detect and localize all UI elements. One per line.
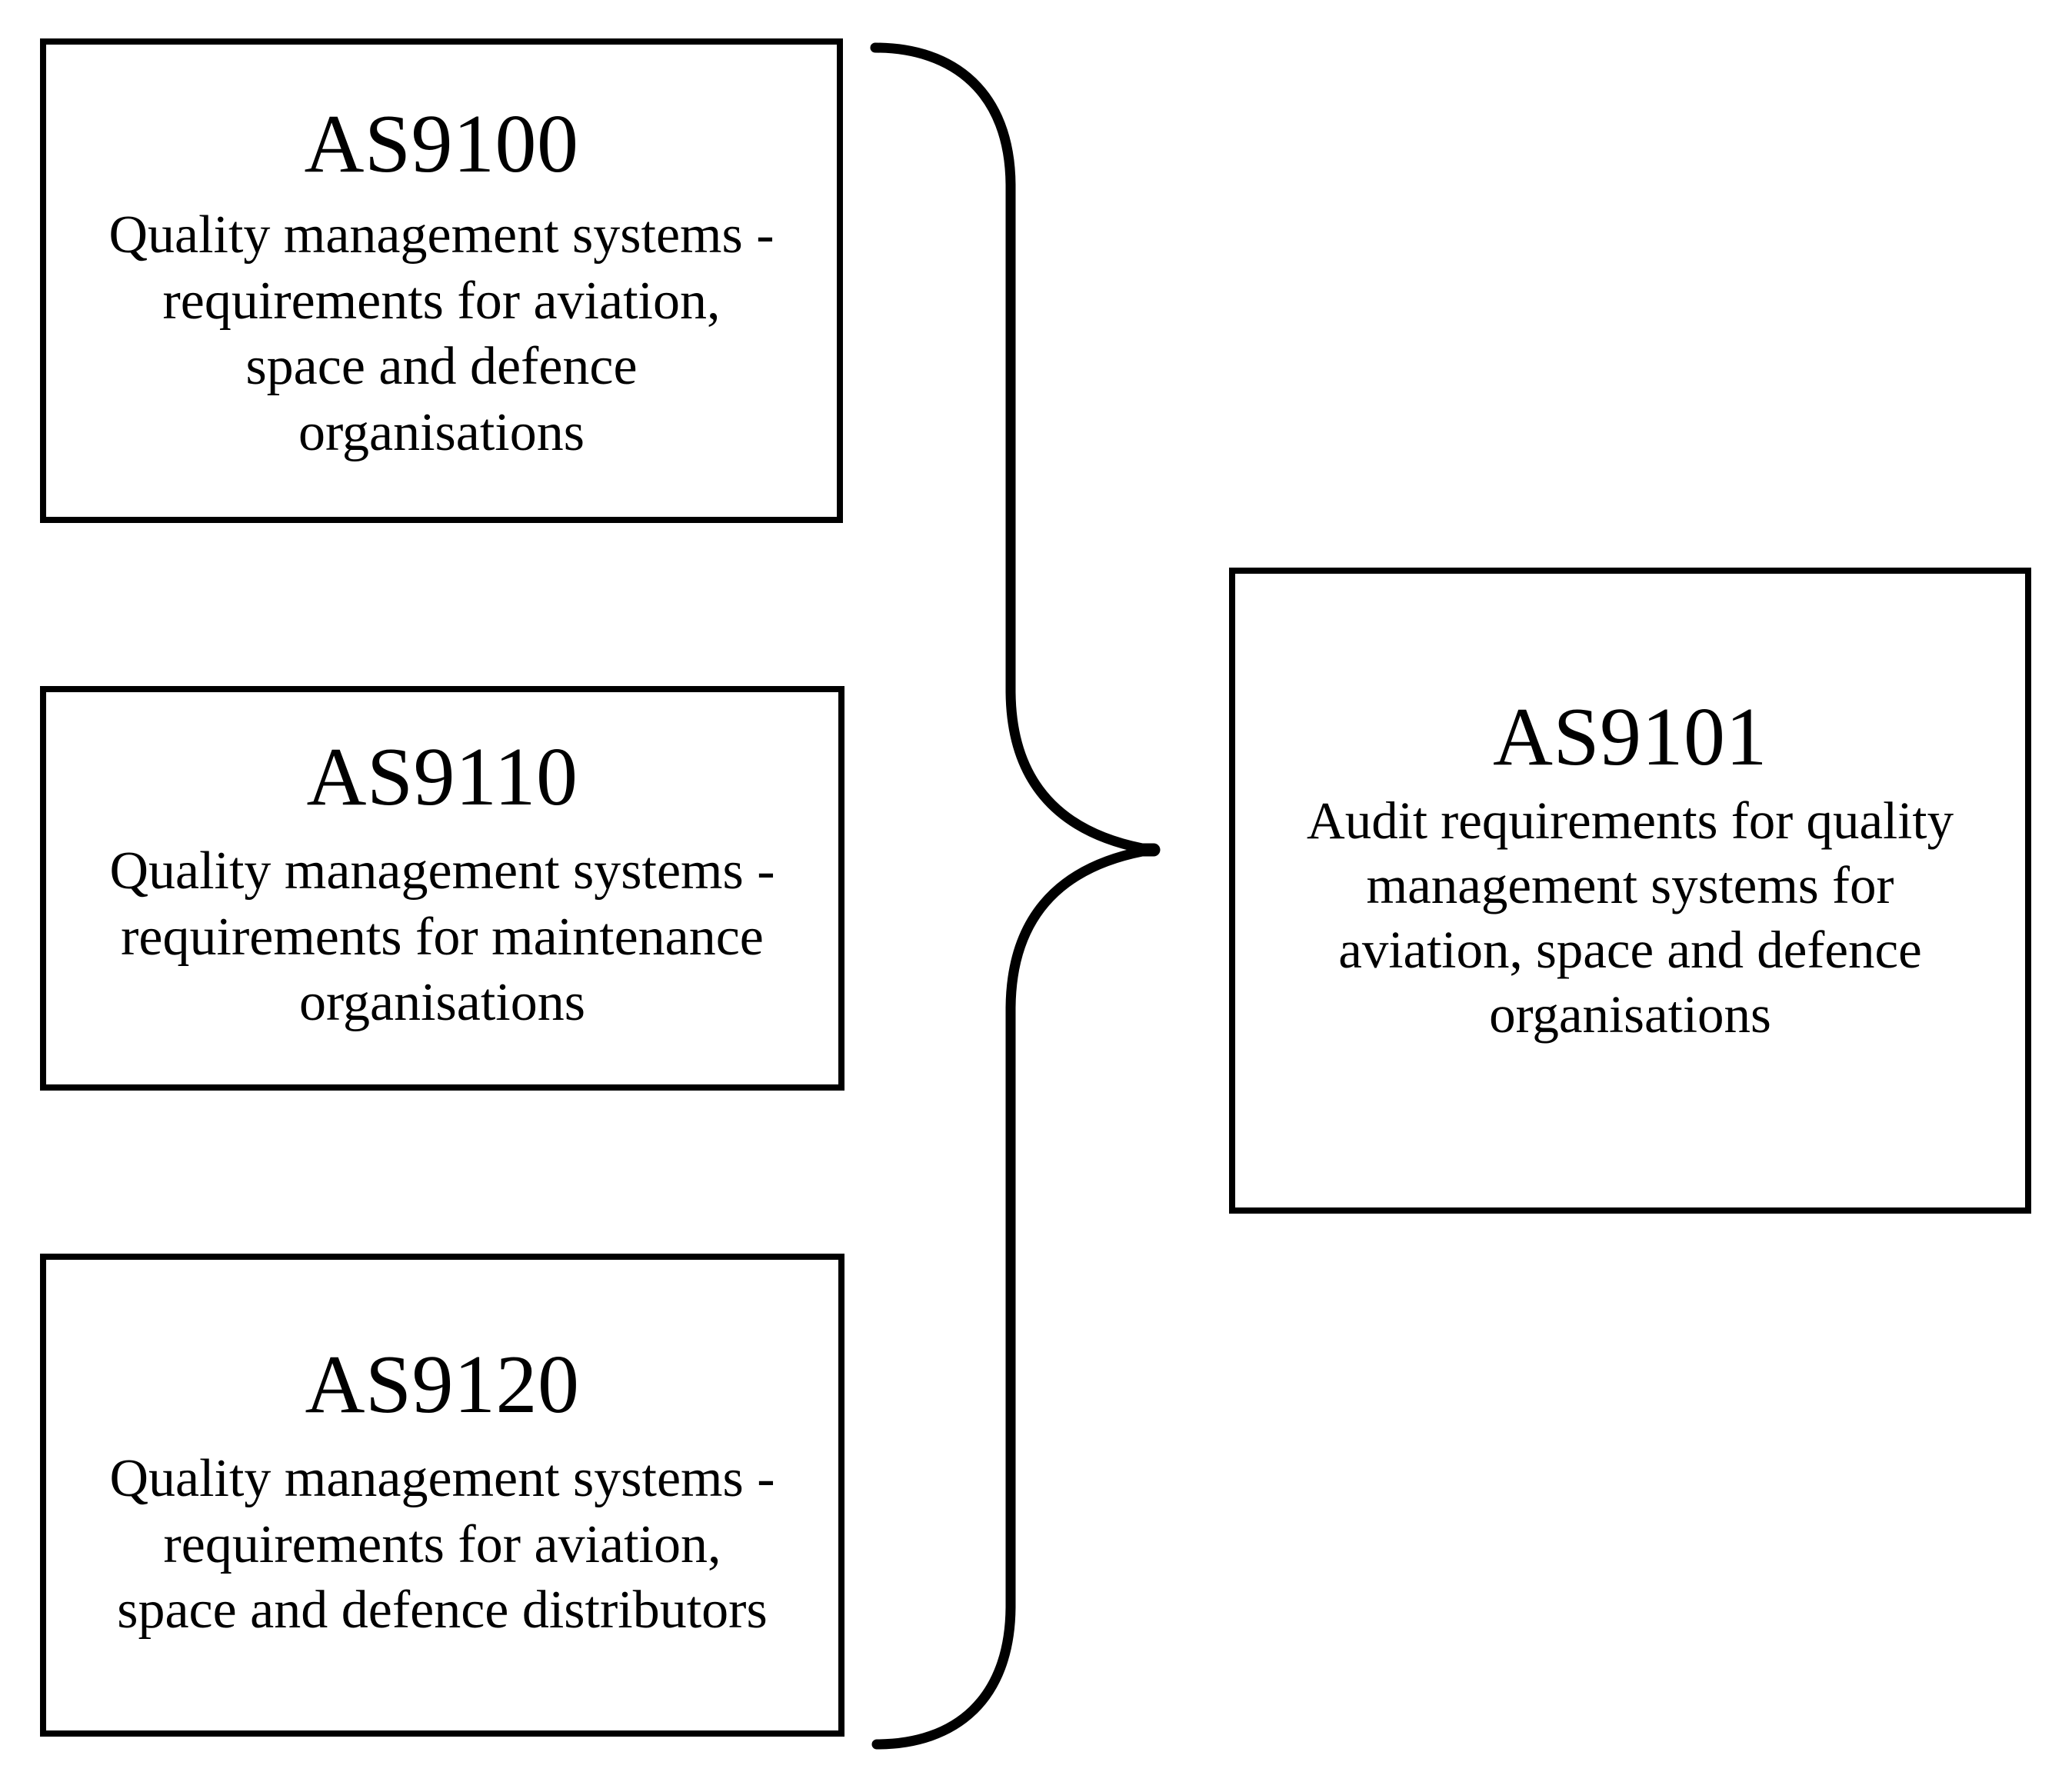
- node-description-line: organisations: [298, 972, 585, 1032]
- node-description-line: space and defence: [245, 337, 638, 397]
- node-description-as9110: Quality management systems - requirement…: [89, 838, 794, 1035]
- node-description-line: Audit requirements for quality: [1306, 791, 1954, 850]
- node-description-line: aviation, space and defence: [1338, 921, 1922, 980]
- node-description-as9120: Quality management systems - requirement…: [89, 1446, 794, 1643]
- node-description-line: space and defence distributors: [117, 1580, 768, 1640]
- node-title-as9101: AS9101: [1492, 691, 1768, 784]
- node-description-line: organisations: [298, 402, 585, 462]
- node-description-line: management systems for: [1366, 856, 1894, 915]
- node-box-as9120: AS9120 Quality management systems - requ…: [40, 1254, 844, 1737]
- node-description-as9101: Audit requirements for quality managemen…: [1287, 788, 1974, 1048]
- brace-lower-stroke: [871, 846, 1148, 1750]
- node-title-as9110: AS9110: [306, 731, 578, 823]
- node-box-as9110: AS9110 Quality management systems - requ…: [40, 686, 844, 1091]
- brace-upper-stroke: [870, 42, 1148, 854]
- node-box-as9100: AS9100 Quality management systems - requ…: [40, 38, 843, 523]
- node-description-line: Quality management systems -: [109, 1449, 775, 1509]
- node-description-line: Quality management systems -: [109, 841, 775, 901]
- node-description-line: requirements for aviation,: [163, 1514, 721, 1574]
- node-description-line: Quality management systems -: [108, 205, 774, 265]
- node-box-as9101: AS9101 Audit requirements for quality ma…: [1229, 568, 2031, 1214]
- node-title-as9120: AS9120: [305, 1338, 580, 1431]
- node-title-as9100: AS9100: [304, 98, 579, 190]
- node-description-line: requirements for maintenance: [121, 907, 764, 967]
- curly-brace-connector: [870, 42, 1161, 1750]
- node-description-as9100: Quality management systems - requirement…: [88, 202, 794, 465]
- node-description-line: organisations: [1489, 985, 1771, 1044]
- node-description-line: requirements for aviation,: [162, 271, 721, 331]
